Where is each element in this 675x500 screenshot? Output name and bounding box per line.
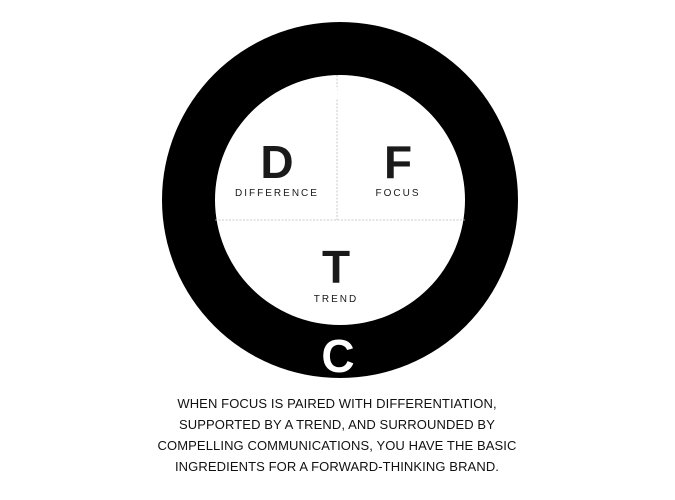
caption-line: WHEN FOCUS IS PAIRED WITH DIFFERENTIATIO… — [177, 396, 497, 411]
caption: WHEN FOCUS IS PAIRED WITH DIFFERENTIATIO… — [87, 393, 587, 477]
letter-trend: T — [322, 241, 350, 293]
label-focus: FOCUS — [376, 188, 421, 199]
letter-focus: F — [384, 136, 412, 188]
caption-line: INGREDIENTS FOR A FORWARD-THINKING BRAND… — [174, 459, 500, 474]
caption-line: COMPELLING COMMUNICATIONS, YOU HAVE THE … — [157, 438, 517, 453]
letter-difference: D — [260, 136, 293, 188]
inner-circle — [215, 75, 465, 325]
label-difference: DIFFERENCE — [235, 188, 319, 199]
caption-line: SUPPORTED BY A TREND, AND SURROUNDED BY — [179, 417, 495, 432]
label-trend: TREND — [314, 294, 358, 305]
ring-letter: C — [321, 330, 354, 382]
